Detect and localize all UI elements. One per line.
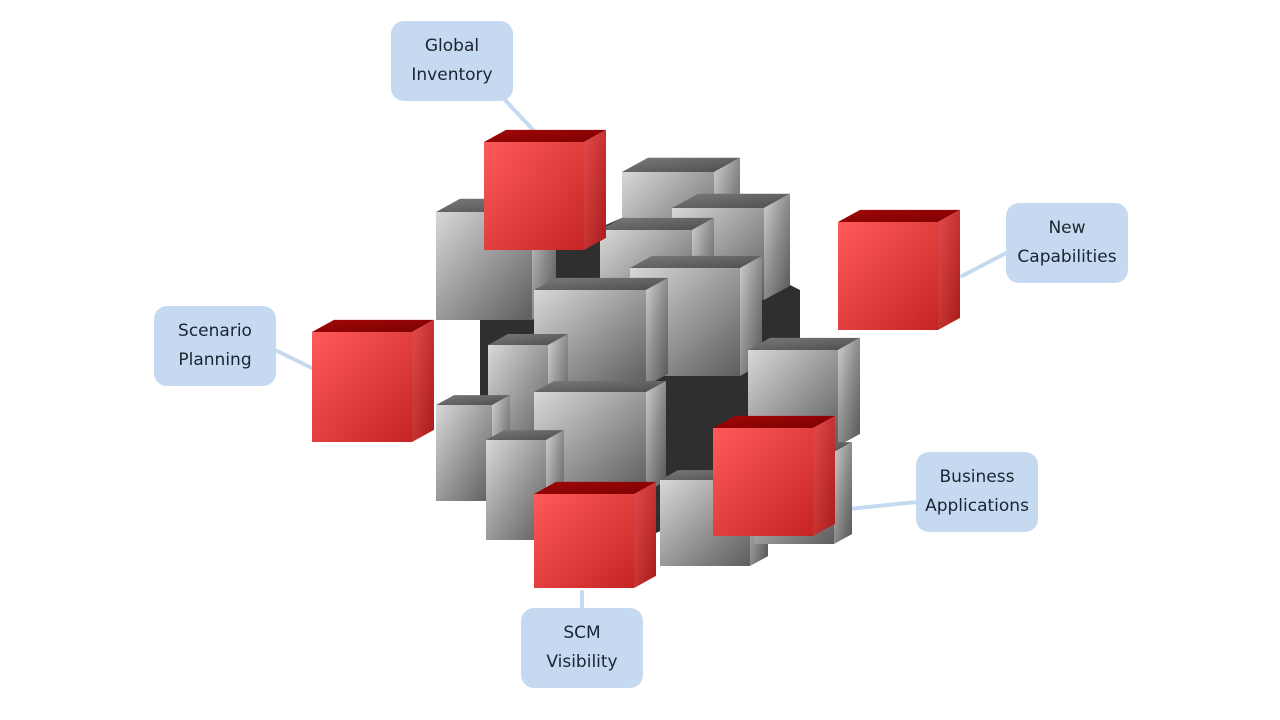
cube-top-face <box>748 337 860 350</box>
callout-line: New <box>1048 218 1086 238</box>
callout-scm-visibility: SCM Visibility <box>521 608 643 688</box>
callout-line: Capabilities <box>1017 247 1117 267</box>
cube-side-face <box>764 193 790 300</box>
cube-top-face <box>312 319 434 332</box>
cube-side-face <box>838 337 860 446</box>
callout-line: Applications <box>925 496 1029 516</box>
cube-front-face <box>534 494 634 588</box>
connector-scenario-planning <box>273 348 314 370</box>
callout-line: Global <box>424 36 480 56</box>
red-cube-global-inventory <box>484 129 606 250</box>
cube-top-face <box>630 255 762 268</box>
cube-top-face <box>672 193 790 208</box>
callout-line: Business <box>939 467 1015 487</box>
connector-global-inventory <box>503 98 537 134</box>
cube-top-face <box>622 157 740 172</box>
cube-side-face <box>412 319 434 442</box>
cube-top-face <box>838 209 960 222</box>
cube-side-face <box>646 381 666 492</box>
cube-front-face <box>312 332 412 442</box>
cube-front-face <box>484 142 584 250</box>
cube-front-face <box>838 222 938 330</box>
connector-new-capabilities <box>960 250 1010 278</box>
cube-top-face <box>534 381 666 392</box>
cube-top-face <box>486 430 564 440</box>
cube-top-face <box>534 277 668 290</box>
red-cube-scm-visibility <box>534 481 656 588</box>
red-cube-business-applications <box>713 415 835 536</box>
callout-line: Inventory <box>411 65 493 85</box>
cube-top-face <box>713 415 835 428</box>
callout-line: Scenario <box>178 321 252 341</box>
callout-line: Visibility <box>546 652 618 672</box>
cube-top-face <box>488 334 568 345</box>
callout-line: Planning <box>178 350 252 370</box>
cube-side-face <box>813 415 835 536</box>
cube-top-face <box>534 481 656 494</box>
cube-top-face <box>600 217 714 230</box>
cube-front-face <box>436 405 492 501</box>
cube-side-face <box>634 481 656 588</box>
cube-front-face <box>713 428 813 536</box>
cube-top-face <box>484 129 606 142</box>
cube-side-face <box>584 129 606 250</box>
cube-top-face <box>436 395 510 405</box>
cube-side-face <box>834 442 852 544</box>
callout-line: SCM <box>563 623 601 643</box>
red-cube-new-capabilities <box>838 209 960 330</box>
red-cube-scenario-planning <box>312 319 434 442</box>
cube-side-face <box>646 277 668 386</box>
cube-side-face <box>938 209 960 330</box>
